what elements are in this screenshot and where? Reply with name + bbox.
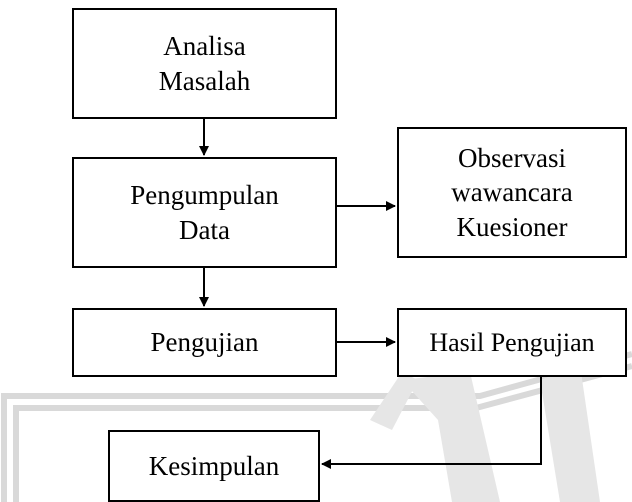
node-label-line: Pengumpulan xyxy=(130,179,279,210)
node-label-line: Masalah xyxy=(158,65,251,96)
node-label-line: Analisa xyxy=(163,30,246,61)
node-analisa-masalah: Analisa Masalah xyxy=(72,8,337,119)
node-pengujian: Pengujian xyxy=(72,308,337,377)
node-label-line: Data xyxy=(179,214,230,245)
node-label-line: Kuesioner xyxy=(456,211,568,242)
node-observasi: Observasi wawancara Kuesioner xyxy=(397,127,627,258)
node-pengumpulan-data: Pengumpulan Data xyxy=(72,157,337,268)
node-label-line: Pengujian xyxy=(150,327,259,358)
arrow-hasil-to-kesimpulan xyxy=(321,377,542,469)
node-label-line: wawancara xyxy=(451,177,573,208)
node-label-line: Kesimpulan xyxy=(148,450,280,481)
node-label-line: Observasi xyxy=(458,142,566,173)
node-kesimpulan: Kesimpulan xyxy=(108,430,320,502)
node-hasil-pengujian: Hasil Pengujian xyxy=(397,308,627,377)
node-label-line: Hasil Pengujian xyxy=(429,327,595,357)
